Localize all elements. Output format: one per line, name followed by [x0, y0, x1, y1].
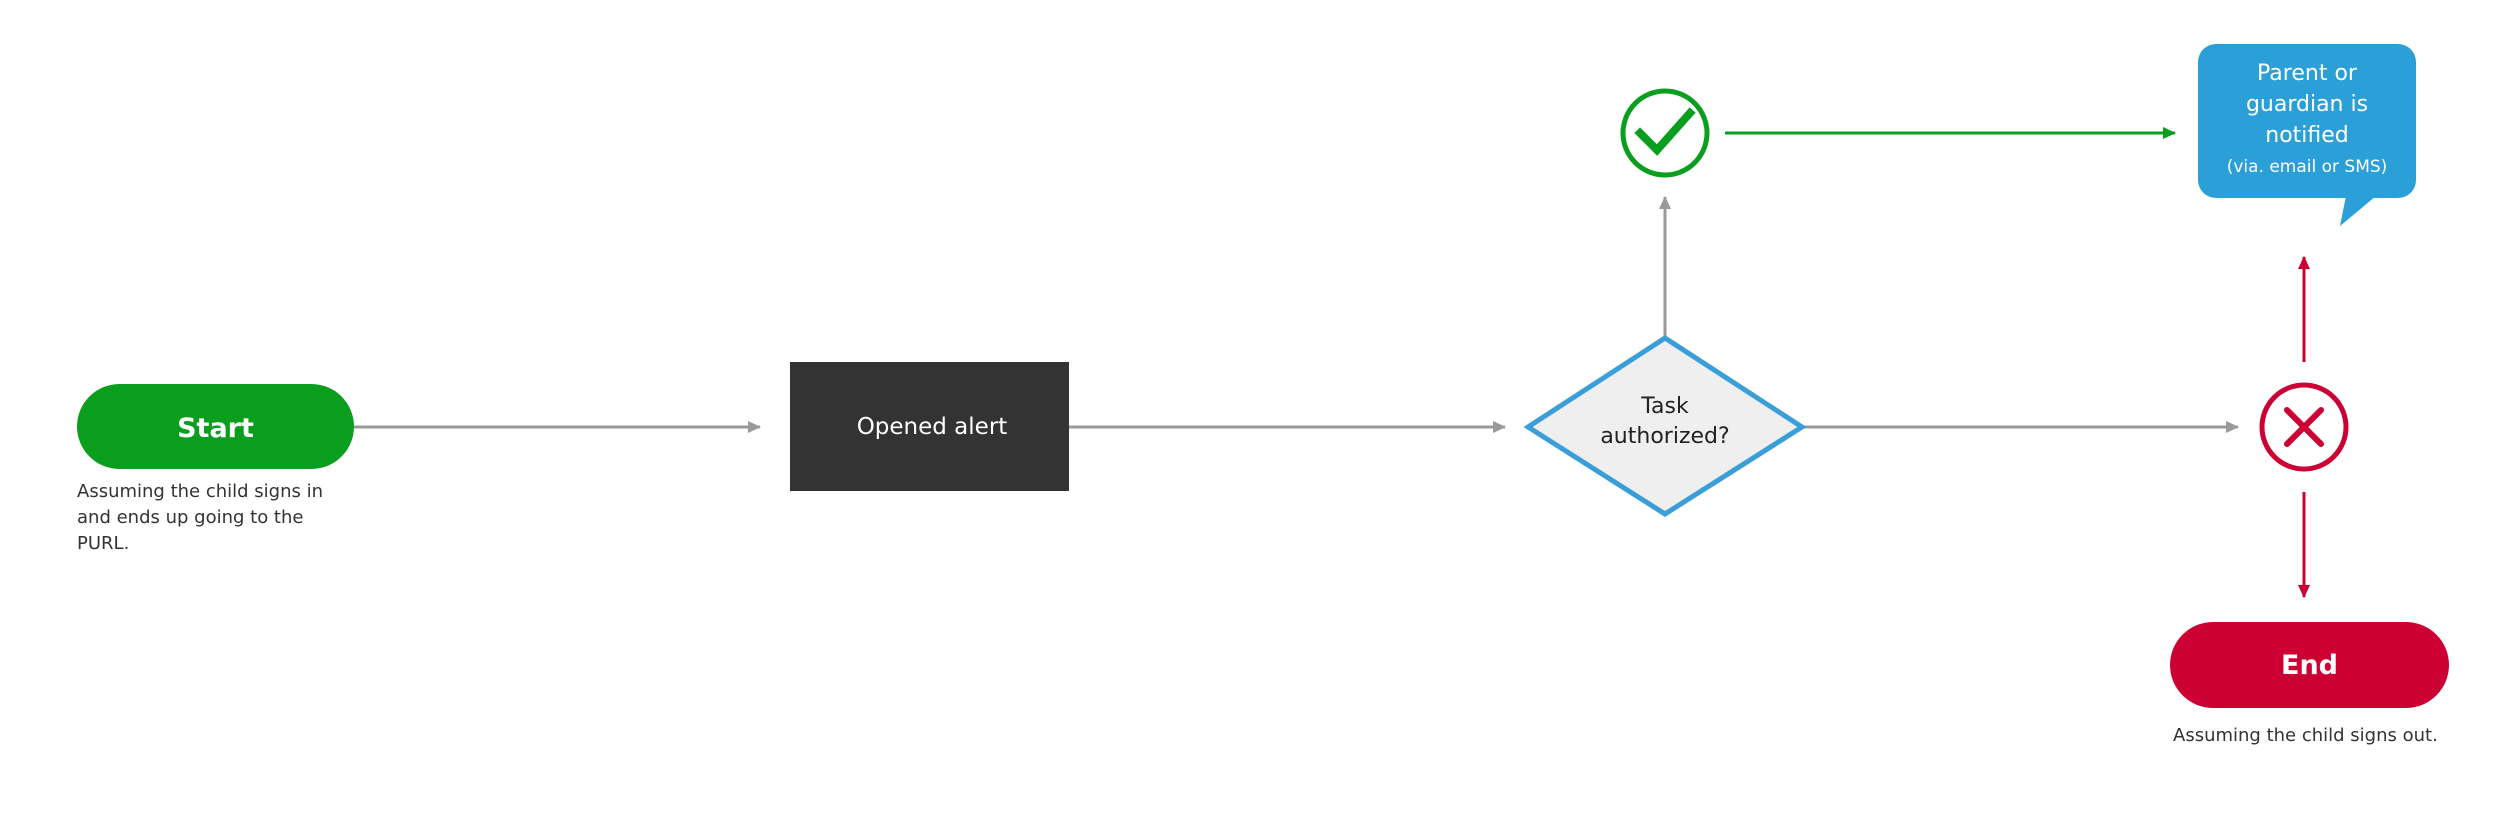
start-node: Start [77, 384, 354, 469]
end-label: End [2281, 650, 2338, 681]
end-note: Assuming the child signs out. [2173, 725, 2438, 746]
x-circle-icon [2259, 382, 2349, 472]
start-label: Start [177, 413, 254, 444]
start-note: Assuming the child signs in and ends up … [77, 481, 324, 554]
opened-alert-label: Opened alert [857, 414, 1008, 440]
notify-label-line1: Parent or [2257, 61, 2358, 86]
check-circle-icon [1620, 88, 1710, 178]
decision-label-line1: Task [1640, 394, 1689, 419]
notify-label-line3: notified [2265, 123, 2349, 148]
notify-subtext: (via. email or SMS) [2227, 157, 2388, 177]
decision-node: Task authorized? [1523, 335, 1807, 517]
notify-label-line2: guardian is [2246, 92, 2368, 117]
end-node: End [2170, 622, 2449, 708]
notify-node: Parent or guardian is notified (via. ema… [2198, 44, 2416, 226]
opened-alert-node: Opened alert [790, 362, 1069, 491]
decision-label-line2: authorized? [1600, 424, 1729, 449]
